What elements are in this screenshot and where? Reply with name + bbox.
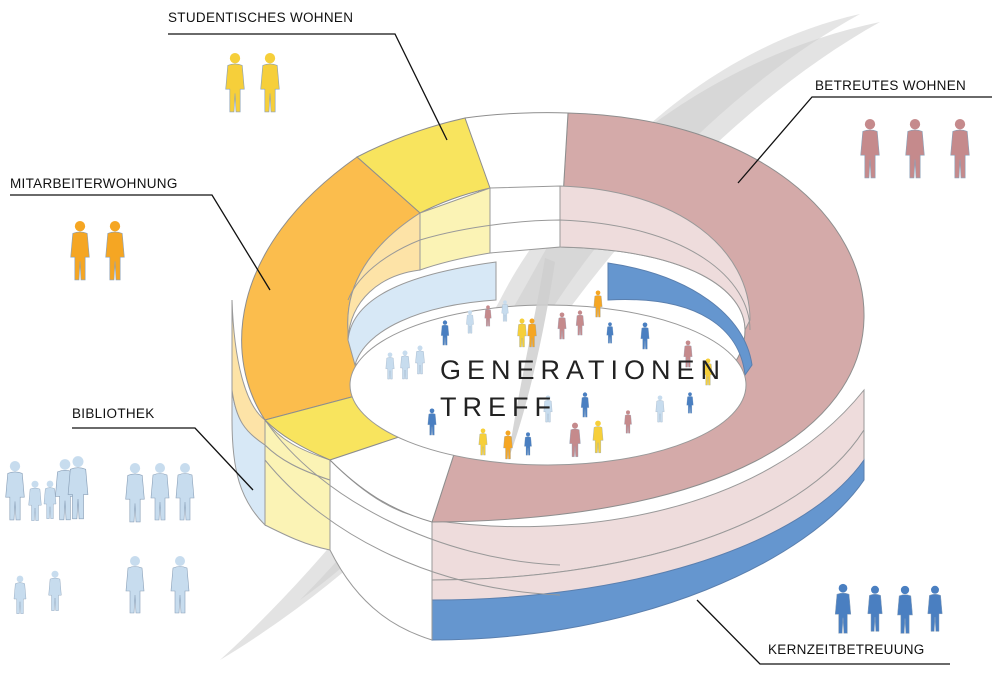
child-person-icon: [927, 585, 943, 632]
center-title-line2: TREFF: [440, 392, 557, 422]
employee-person-icon: [105, 221, 125, 281]
courtyard-person-icon: [655, 395, 665, 423]
courtyard-person-icon: [686, 392, 694, 414]
library-person-icon: [28, 480, 42, 521]
courtyard-person-icon: [517, 318, 527, 348]
library-person-icon: [175, 463, 195, 521]
courtyard-person-icon: [593, 290, 603, 318]
student-person-icon: [260, 53, 280, 113]
senior-person-icon: [950, 119, 970, 179]
courtyard-person-icon: [557, 312, 567, 340]
library-person-icon: [150, 463, 170, 521]
library-person-icon: [125, 463, 145, 523]
courtyard-person-icon: [503, 430, 513, 460]
senior-person-icon: [860, 119, 880, 179]
courtyard-person-icon: [478, 428, 488, 456]
library-person-icon: [170, 556, 190, 614]
student-person-icon: [225, 53, 245, 113]
label-kernzeitbetreuung: KERNZEITBETREUUNG: [768, 642, 925, 657]
label-bibliothek: BIBLIOTHEK: [72, 406, 155, 421]
employee-person-icon: [70, 221, 90, 281]
courtyard-person-icon: [575, 310, 585, 336]
courtyard-person-icon: [501, 300, 509, 322]
library-person-icon: [5, 461, 25, 521]
courtyard-person-icon: [624, 410, 632, 434]
courtyard-person-icon: [527, 318, 537, 348]
courtyard-person-icon: [580, 392, 590, 418]
courtyard-person-icon: [440, 320, 450, 346]
courtyard-person-icon: [569, 422, 581, 457]
library-person-icon: [125, 556, 145, 614]
child-person-icon: [834, 583, 852, 634]
child-person-icon: [897, 585, 913, 634]
inner-wall: [347, 185, 753, 377]
courtyard-person-icon: [543, 395, 553, 423]
courtyard-person-icon: [683, 340, 693, 368]
courtyard-person-icon: [466, 310, 474, 334]
courtyard-person-icon: [592, 420, 604, 454]
label-studentisches-wohnen: STUDENTISCHES WOHNEN: [168, 10, 354, 25]
outer-wall: [231, 299, 865, 641]
label-mitarbeiterwohnung: MITARBEITERWOHNUNG: [10, 176, 178, 191]
courtyard-person-icon: [427, 408, 437, 436]
child-person-icon: [867, 585, 883, 632]
courtyard-person-icon: [385, 352, 395, 380]
library-person-icon: [43, 480, 57, 519]
courtyard-person-icon: [640, 322, 650, 350]
courtyard-person-icon: [606, 322, 614, 344]
people-silhouettes: [5, 53, 970, 634]
library-person-icon: [13, 575, 27, 614]
courtyard-person-icon: [400, 350, 410, 380]
courtyard-person-icon: [703, 358, 713, 386]
courtyard-person-icon: [415, 345, 425, 375]
label-betreutes-wohnen: BETREUTES WOHNEN: [815, 78, 967, 93]
courtyard-person-icon: [484, 305, 492, 327]
library-person-icon: [67, 456, 89, 520]
grey-blade-center: [508, 258, 555, 460]
center-title-line1: GENERATIONEN: [440, 355, 727, 385]
leader-lines: [10, 33, 992, 665]
courtyard-person-icon: [524, 432, 532, 456]
wheelchair-person-icon: [905, 119, 925, 179]
library-person-icon: [48, 570, 62, 611]
